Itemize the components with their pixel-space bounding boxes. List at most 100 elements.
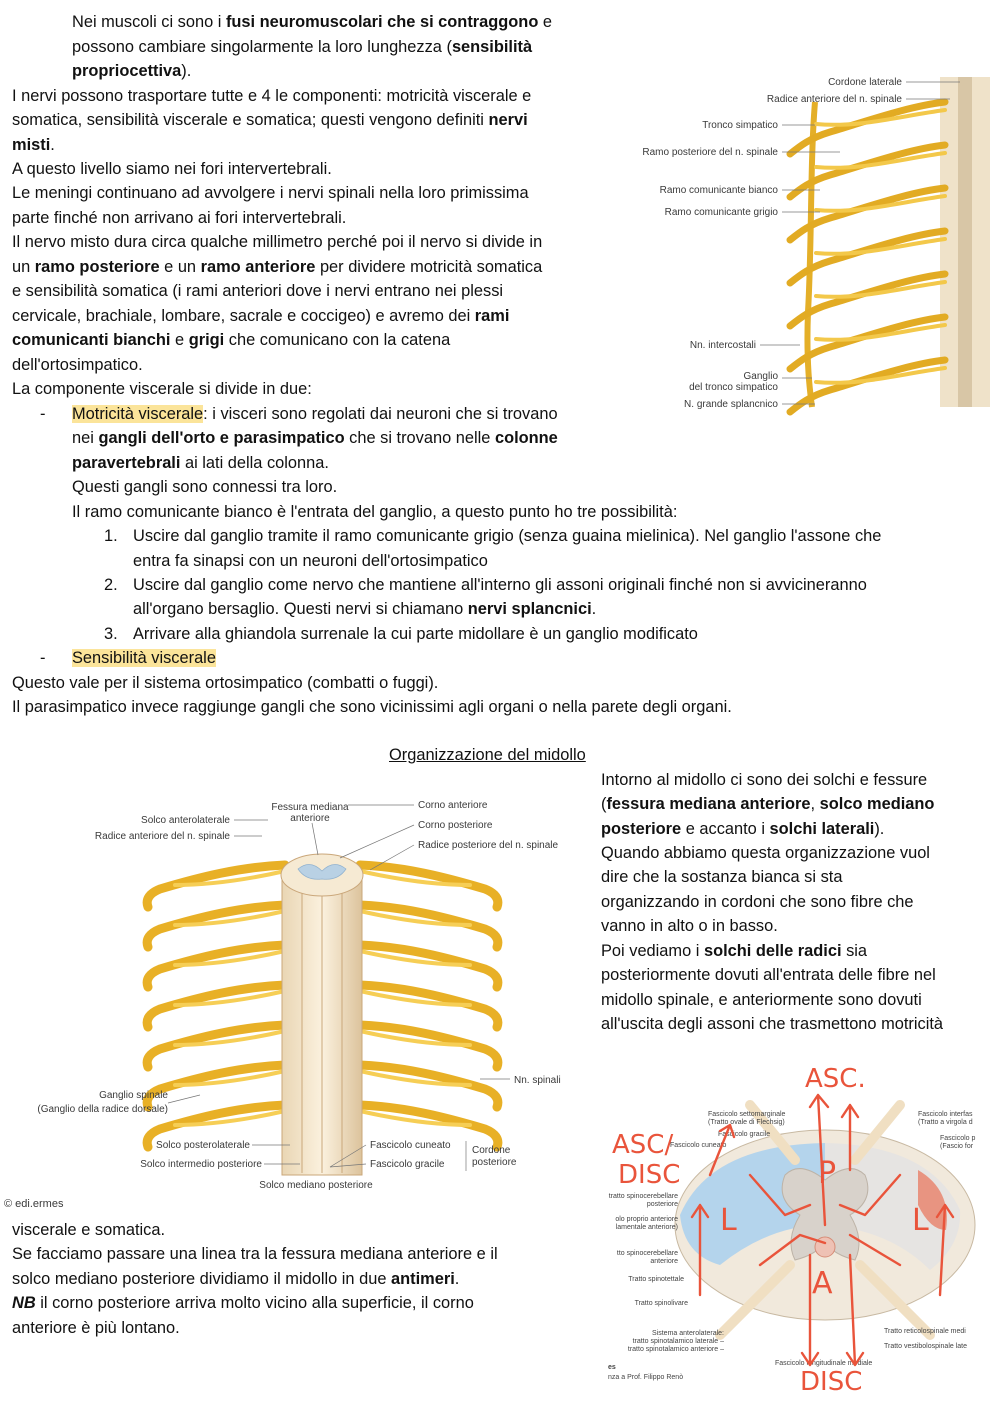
- intro-line: somatica, sensibilità viscerale e somati…: [12, 111, 528, 129]
- handwritten-labels: ASC. ASC/ DISC DISC P L L A: [612, 1065, 929, 1395]
- intro-line: misti.: [12, 136, 55, 154]
- intro-line: La componente viscerale si divide in due…: [12, 380, 312, 398]
- section-line: NB il corno posteriore arriva molto vici…: [12, 1294, 474, 1312]
- label: lamentale anteriore): [616, 1224, 678, 1231]
- label: Tratto spinotettale: [628, 1276, 684, 1283]
- section-line: Intorno al midollo ci sono dei solchi e …: [601, 771, 928, 789]
- communicating-ramus: [814, 237, 947, 256]
- label: Ganglio: [744, 371, 779, 382]
- bullet-line: Questi gangli sono connessi tra loro.: [72, 478, 338, 496]
- section-line: solco mediano posteriore dividiamo il mi…: [12, 1270, 460, 1288]
- label: Solco mediano posteriore: [259, 1180, 373, 1191]
- label: Fascicolo gracile: [718, 1131, 770, 1138]
- list-item: Uscire dal ganglio come nervo che mantie…: [133, 576, 867, 594]
- label: Fessura mediana: [271, 802, 349, 813]
- label: Cordone: [472, 1145, 511, 1156]
- section-line: posteriormente dovuti all'entrata delle …: [601, 966, 936, 984]
- intro-line: cervicale, brachiale, lombare, sacrale e…: [12, 307, 510, 325]
- communicating-ramus: [814, 280, 947, 299]
- label: anteriore: [290, 813, 330, 824]
- list-item: Uscire dal ganglio tramite il ramo comun…: [133, 527, 882, 545]
- label: anteriore: [650, 1258, 678, 1265]
- communicating-ramus: [814, 323, 947, 342]
- label: Radice posteriore del n. spinale: [418, 840, 559, 851]
- rootlet-left: [173, 1109, 287, 1127]
- leader-lines: [167, 804, 510, 1168]
- label: Fascicolo settomarginale: [708, 1111, 786, 1118]
- label: Ganglio spinale: [99, 1090, 168, 1101]
- intro-line: possono cambiare singolarmente la loro l…: [72, 38, 533, 56]
- intercostal-nerve: [786, 98, 949, 158]
- intro-line: e sensibilità somatica (i rami anteriori…: [12, 282, 504, 300]
- section-line: all'uscita degli assoni che trasmettono …: [601, 1015, 944, 1033]
- label: posteriore: [647, 1201, 678, 1208]
- figure1-labels: Cordone laterale Radice anteriore del n.…: [642, 77, 902, 410]
- hand-l-right: L: [912, 1203, 929, 1238]
- spinal-nerve-left: [142, 900, 290, 952]
- label: Ramo comunicante bianco: [660, 185, 779, 196]
- section-line: Se facciamo passare una linea tra la fes…: [12, 1245, 498, 1263]
- intro-line: parte finché non arrivano ai fori interv…: [12, 209, 347, 227]
- spinal-nerve-right: [355, 1100, 503, 1152]
- bullet-line: Motricità viscerale: i visceri sono rego…: [72, 405, 558, 423]
- label: Radice anteriore del n. spinale: [767, 94, 903, 105]
- paragraph-line: Il parasimpatico invece raggiunge gangli…: [12, 698, 732, 716]
- label: Fascicolo p: [940, 1135, 976, 1142]
- label: Ramo posteriore del n. spinale: [642, 147, 778, 158]
- spinal-nerve-right: [355, 860, 503, 912]
- handwritten-arrows: [690, 1093, 955, 1367]
- section-line: vanno in alto o in basso.: [601, 917, 778, 935]
- sympathetic-chain: [804, 101, 818, 408]
- spinal-nerve-left: [142, 860, 290, 912]
- rootlet-right: [358, 909, 472, 927]
- label: olo proprio anteriore: [615, 1216, 678, 1223]
- intercostal-nerve: [786, 184, 949, 244]
- intro-line: propriocettiva).: [72, 62, 192, 80]
- bullet-line: paravertebrali ai lati della colonna.: [72, 454, 329, 472]
- communicating-ramus: [814, 194, 947, 213]
- rootlet-right: [358, 989, 472, 1007]
- section-line: (fessura mediana anteriore, solco median…: [601, 795, 935, 813]
- intercostal-nerve: [786, 270, 949, 330]
- intercostal-nerves: [786, 98, 949, 416]
- label: Fascicolo gracile: [370, 1159, 445, 1170]
- label: Tratto spinolivare: [635, 1300, 689, 1307]
- rootlet-left: [173, 949, 287, 967]
- label: Solco anterolaterale: [141, 815, 230, 826]
- list-item: all'organo bersaglio. Questi nervi si ch…: [133, 600, 597, 618]
- intro-line: Il nervo misto dura circa qualche millim…: [12, 233, 543, 251]
- spinal-nerve-left: [142, 940, 290, 992]
- label: tratto spinotalamico anteriore –: [628, 1346, 724, 1353]
- rootlet-left: [173, 1029, 287, 1047]
- label: tratto spinotalamico laterale –: [633, 1338, 725, 1345]
- hand-disc-bottom: DISC: [800, 1367, 862, 1395]
- spinal-nerve-roots: [142, 860, 503, 1152]
- list-item: entra fa sinapsi con un neuroni dell'ort…: [133, 552, 488, 570]
- rootlet-right: [358, 1069, 472, 1087]
- label: (Ganglio della radice dorsale): [37, 1104, 168, 1115]
- cord-shade: [958, 77, 972, 407]
- section-title: Organizzazione del midollo: [389, 746, 586, 764]
- bullet-dash: -: [40, 649, 46, 667]
- rootlet-left: [173, 909, 287, 927]
- intro-line: comunicanti bianchi e grigi che comunica…: [12, 331, 451, 349]
- label: Solco intermedio posteriore: [140, 1159, 262, 1170]
- list-item: Arrivare alla ghiandola surrenale la cui…: [133, 625, 698, 643]
- intro-line: I nervi possono trasportare tutte e 4 le…: [12, 87, 532, 105]
- figure-sympathetic-trunk: Cordone laterale Radice anteriore del n.…: [642, 77, 990, 416]
- label: Fascicolo cuneato: [670, 1142, 727, 1149]
- label: es: [608, 1364, 616, 1371]
- label: Corno anteriore: [418, 800, 488, 811]
- label: tratto spinocerebellare: [609, 1193, 678, 1200]
- bullet-dash: -: [40, 405, 46, 423]
- section-line: dire che la sostanza bianca si sta: [601, 868, 843, 886]
- hand-l-left: L: [720, 1203, 737, 1238]
- label: Tratto reticolospinale medi: [884, 1328, 966, 1335]
- rootlet-right: [358, 1029, 472, 1047]
- spinal-nerve-left: [142, 1060, 290, 1112]
- paragraph-line: Questo vale per il sistema ortosimpatico…: [12, 674, 439, 692]
- label: (Tratto a virgola d: [918, 1119, 973, 1126]
- list-number: 2.: [104, 576, 118, 594]
- label: Cordone laterale: [828, 77, 902, 88]
- figure3-labels: Fascicolo settomarginale (Tratto ovale d…: [608, 1111, 976, 1381]
